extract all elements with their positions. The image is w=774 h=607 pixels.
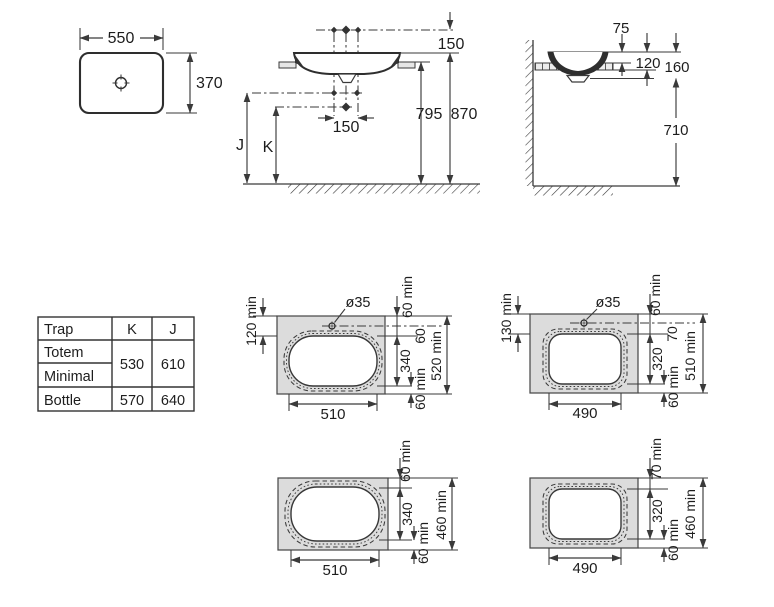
dim-right-stack: 60 min 60 340 60 min 520 min: [377, 276, 452, 410]
dimension-J: J: [236, 92, 251, 184]
table-header-j: J: [169, 322, 176, 338]
side-view: 75 120 160 710: [525, 20, 690, 196]
floor-hatch-side: [533, 186, 613, 196]
dimension-150-spacing: 150: [318, 114, 374, 136]
table-val-totem-minimal-k: 530: [120, 357, 144, 373]
cutout-line-rect: [548, 488, 622, 540]
hole-spacing-label: 150: [333, 119, 360, 136]
j-dim-label: J: [236, 137, 244, 154]
bottom-offset-label: 60 min: [665, 366, 681, 408]
left-offset-label: 130 min: [498, 293, 514, 343]
trap-dimensions-table: Trap K J Totem Minimal Bottle 530 610 57…: [37, 316, 195, 412]
drain-outlet-front: [336, 73, 358, 84]
table-val-bottle-k: 570: [120, 393, 144, 409]
cutout-rect-with-taphole: ø35 130 min 60 min 70 320 60 min 510 min: [498, 274, 708, 422]
table-row-minimal: Minimal: [44, 369, 94, 385]
total-depth-label: 460 min: [433, 490, 449, 540]
cutout-oval-with-taphole: ø35 120 min 60 min 60 340 60 min 520 min: [243, 276, 452, 423]
front-view: 150 870 795 150 J K: [236, 12, 480, 194]
top-offset-label: 60 min: [399, 276, 415, 318]
dimension-K: K: [263, 106, 280, 184]
fixing-point-diamond-icons: [330, 25, 362, 112]
basin-plan-outline: [78, 51, 165, 115]
dimension-150-top: 150: [438, 12, 465, 53]
table-header-k: K: [127, 322, 137, 338]
k-dim-label: K: [263, 139, 274, 156]
cut-width-label: 490: [572, 405, 597, 422]
dim-left-offset: 130 min: [498, 293, 530, 352]
plan-view: 550 370: [78, 28, 223, 115]
wall-hatch: [525, 40, 533, 186]
center-to-cut-label: 70: [664, 326, 680, 342]
dim-right-stack: 60 min 70 320 60 min 510 min: [627, 274, 708, 408]
cut-height-label: 340: [399, 502, 415, 526]
cut-width-label: 510: [322, 562, 347, 579]
bottom-offset-label: 60 min: [415, 522, 431, 564]
dim-width: 510: [290, 550, 380, 579]
left-offset-label: 120 min: [243, 296, 259, 346]
total-depth-label: 460 min: [682, 489, 698, 539]
table-row-totem: Totem: [44, 345, 84, 361]
dim-right-stack: 70 min 320 60 min 460 min: [627, 438, 708, 562]
counter-tab-right: [397, 61, 416, 69]
rim-height-label: 870: [451, 106, 478, 123]
plan-width-label: 550: [108, 30, 135, 47]
counter-height-label: 795: [416, 106, 443, 123]
dimension-795: 795: [416, 61, 443, 185]
table-header-trap: Trap: [44, 322, 73, 338]
total-depth-label: 510 min: [682, 331, 698, 381]
dim-left-offset: 120 min: [243, 296, 277, 354]
top-offset-label: 70 min: [648, 438, 664, 480]
bottom-offset-label: 60 min: [412, 368, 428, 410]
drain-crosshair-icon: [112, 74, 130, 92]
top-offset-label: 60 min: [397, 440, 413, 482]
cut-height-label: 320: [649, 347, 665, 371]
table-row-bottle: Bottle: [44, 393, 81, 409]
dimension-75: 75: [613, 20, 630, 76]
hole-offset-top-label: 150: [438, 36, 465, 53]
table-val-bottle-j: 640: [161, 393, 185, 409]
taphole-diameter-label: ø35: [596, 295, 621, 311]
tap-hole-icon: [327, 321, 337, 331]
top-offset-label: 60 min: [647, 274, 663, 316]
floor-hatch: [288, 184, 480, 194]
cutout-line-rect: [548, 333, 622, 385]
dimension-550: 550: [79, 28, 164, 50]
drain-outlet-side: [565, 74, 591, 83]
rim-to-underside-label: 160: [664, 59, 689, 76]
rim-to-counter-bottom-label: 120: [635, 55, 660, 72]
dimension-160: 160: [664, 33, 690, 76]
cut-width-label: 490: [572, 560, 597, 577]
dimension-120: 120: [635, 33, 661, 86]
cut-height-label: 340: [397, 349, 413, 373]
cutout-line-oval: [290, 486, 380, 542]
dimension-710: 710: [663, 78, 689, 187]
dimension-870: 870: [446, 52, 478, 185]
cut-height-label: 320: [649, 499, 665, 523]
dim-width: 490: [548, 393, 622, 422]
cutout-oval-plain: 60 min 340 60 min 460 min 510: [277, 440, 458, 579]
basin-side-inner: [553, 52, 603, 71]
plan-height-label: 370: [196, 75, 223, 92]
table-val-totem-minimal-j: 610: [161, 357, 185, 373]
dim-right-stack: 60 min 340 60 min 460 min: [379, 440, 458, 564]
tap-hole-icon: [579, 318, 589, 328]
total-depth-label: 520 min: [428, 331, 444, 381]
cutout-line-oval: [288, 335, 378, 387]
dim-width: 490: [548, 548, 622, 577]
bottom-offset-label: 60 min: [665, 519, 681, 561]
dimension-370: 370: [166, 52, 223, 114]
clearance-height-label: 710: [663, 122, 688, 139]
counter-tab-left: [278, 61, 297, 69]
cut-width-label: 510: [320, 406, 345, 423]
rim-above-counter-label: 75: [613, 20, 630, 37]
taphole-diameter-label: ø35: [346, 295, 371, 311]
center-to-cut-label: 60: [412, 328, 428, 344]
basin-front-outline: [292, 52, 402, 75]
cutout-rect-plain: 70 min 320 60 min 460 min 490: [529, 438, 708, 577]
dim-width: 510: [288, 394, 378, 423]
